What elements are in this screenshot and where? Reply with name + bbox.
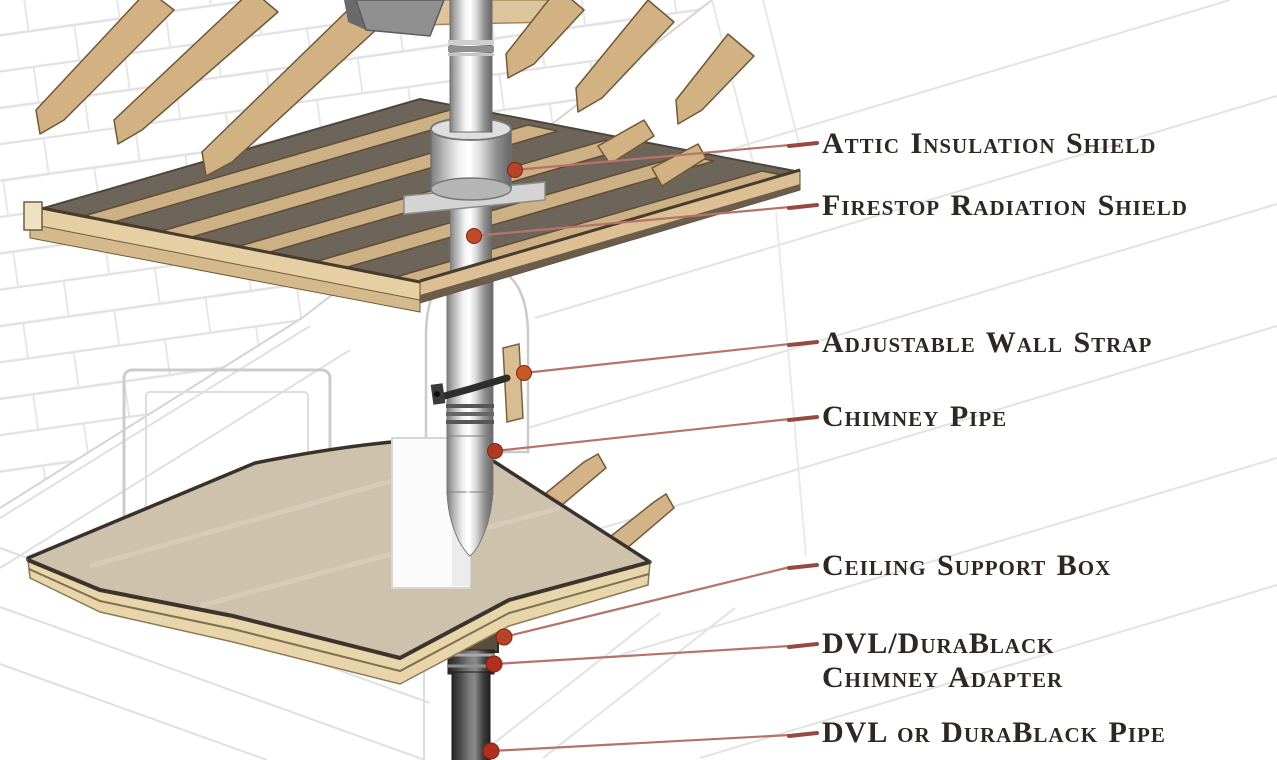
ceiling-surface (26, 440, 652, 660)
wall-chase-niche (424, 262, 530, 454)
attic-insulation-shield (403, 117, 546, 215)
callout-adjustable-wall-strap: Adjustable Wall Strap (822, 326, 1153, 359)
chimney-pipe-lower-tip (446, 435, 494, 557)
wall-strap-backing-board (502, 343, 524, 423)
callout-chimney-adapter: DVL/DuraBlack Chimney Adapter (822, 627, 1063, 695)
callout-attic-insulation-shield: Attic Insulation Shield (822, 127, 1157, 160)
chimney-pipe-top-section (448, 0, 494, 133)
callout-chimney-adapter-line1: DVL/DuraBlack (822, 627, 1055, 660)
leader-lines (473, 143, 791, 753)
callout-ceiling-support-box: Ceiling Support Box (822, 549, 1112, 582)
callout-chimney-pipe: Chimney Pipe (822, 400, 1008, 433)
durablack-pipe (451, 671, 491, 760)
adjustable-wall-strap (433, 374, 511, 402)
callout-firestop-radiation-shield: Firestop Radiation Shield (822, 189, 1188, 222)
leader-dashes (787, 141, 819, 738)
callout-chimney-adapter-line2: Chimney Adapter (822, 661, 1064, 694)
callout-dvl-or-durablack-pipe: DVL or DuraBlack Pipe (822, 716, 1166, 749)
attic-floor-assembly (23, 0, 801, 313)
marker-dots (466, 162, 532, 760)
chimney-pipe-wall-section (446, 275, 494, 443)
roof-flashing (344, 0, 445, 37)
